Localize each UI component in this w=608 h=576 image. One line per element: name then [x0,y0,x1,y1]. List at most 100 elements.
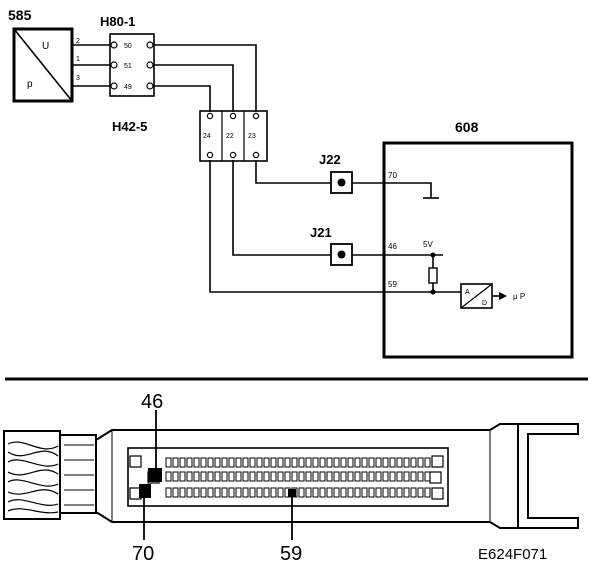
ecu-connector-view [3,423,579,529]
connector-pin [403,487,410,498]
connector-pin [291,471,298,482]
connector-pin [249,487,256,498]
connector-pin [270,457,277,468]
connector-pin [361,471,368,482]
connector-pin [179,457,186,468]
connector-pin [172,471,179,482]
connector-pin [214,471,221,482]
connector-pin [263,471,270,482]
connector-pin [277,487,284,498]
connector-pin [256,471,263,482]
figure-code: E624F071 [478,546,547,563]
connector-pin [417,471,424,482]
connector-pin [410,487,417,498]
pin-46-highlight [148,468,162,482]
connector-pin [200,471,207,482]
connector-pin [396,457,403,468]
output-arrow [492,292,507,300]
connector-pin [165,487,172,498]
connector-pin [375,487,382,498]
connector-pin [207,457,214,468]
connector-pin [235,457,242,468]
connector-pin [207,471,214,482]
connector-guide [429,471,442,484]
connector-pin [410,471,417,482]
connector-pin [424,457,431,468]
connector-pin [354,457,361,468]
connector-pin [396,487,403,498]
connector-pin [277,471,284,482]
connector-pin [389,487,396,498]
connector-pin [256,457,263,468]
connector-pin [424,487,431,498]
connector-pin [298,471,305,482]
connector-pin [186,487,193,498]
sensor-pin-3: 3 [76,75,80,82]
connector-pin [291,457,298,468]
connector-pin [249,471,256,482]
h42-pin-22: 22 [226,133,234,140]
h42-pin-24: 24 [203,133,211,140]
connector-pin [312,471,319,482]
connector-pin [312,487,319,498]
connector-pin [396,471,403,482]
connector-pin [382,487,389,498]
connector-pin [165,457,172,468]
h42-pin-23: 23 [248,133,256,140]
sensor-pin-1: 1 [76,56,80,63]
connector-pin [375,471,382,482]
connector-pin [228,487,235,498]
connector-pin [207,487,214,498]
sensor-label-u: U [42,41,49,52]
pin-59-highlight [288,489,296,497]
connector-h80-pins [110,41,154,90]
connector-pin [389,457,396,468]
connector-pin [221,471,228,482]
connector-pin [179,487,186,498]
adc-a-label: A [465,289,470,296]
label-pin-59: 59 [280,543,302,565]
connector-pin [200,457,207,468]
splice-j22-id: J22 [319,152,341,167]
connector-pin [361,457,368,468]
ecu-pin-70: 70 [388,171,397,180]
splice-j21-id: J21 [310,225,332,240]
ecu-output-label: μ P [513,292,525,301]
connector-pin [221,487,228,498]
connector-pin [270,471,277,482]
splice-j21 [330,243,353,266]
connector-pin [333,471,340,482]
connector-pin [242,487,249,498]
connector-pin [403,457,410,468]
connector-pin [277,457,284,468]
connector-pin [214,487,221,498]
connector-h80-id: H80-1 [100,14,135,29]
label-pin-46: 46 [141,391,163,413]
connector-pin-field [129,455,444,500]
connector-pin [179,471,186,482]
sensor-id: 585 [8,7,32,23]
connector-guide [431,487,444,500]
connector-pin [221,457,228,468]
connector-pin [256,487,263,498]
h80-pin-49: 49 [124,84,132,91]
connector-pin [312,457,319,468]
connector-pin [319,471,326,482]
connector-pin [235,471,242,482]
wires-h42-to-ecu [209,160,384,293]
connector-pin [410,457,417,468]
connector-pin [193,471,200,482]
connector-pin [354,487,361,498]
connector-pin [340,471,347,482]
connector-pin [172,487,179,498]
connector-pin [214,457,221,468]
connector-pin [326,471,333,482]
connector-pin [193,487,200,498]
ecu-id: 608 [455,119,479,135]
connector-pin [417,487,424,498]
label-pin-70: 70 [132,543,154,565]
connector-pin [263,457,270,468]
connector-pin [326,457,333,468]
connector-pin [403,471,410,482]
